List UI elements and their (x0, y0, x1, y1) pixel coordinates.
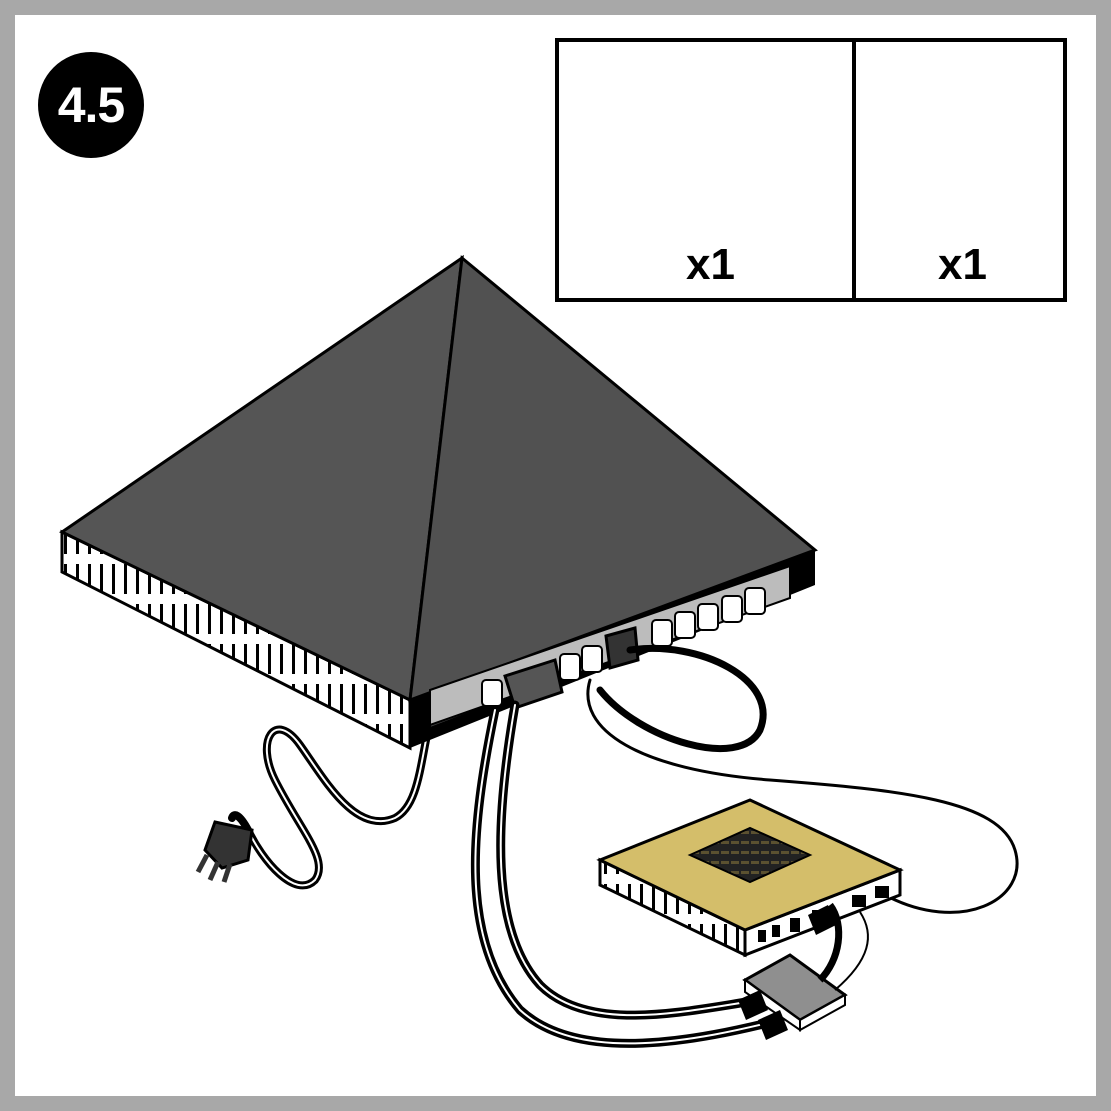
hdmi-adapter (738, 902, 869, 1040)
connection-cables (470, 645, 1019, 1048)
parts-divider (852, 38, 856, 302)
pdu-outlet-panel (429, 564, 791, 727)
step-number-badge: 4.5 (38, 52, 144, 158)
part-quantity-processor: x1 (686, 240, 735, 289)
power-cord (228, 708, 436, 890)
video-processor-unit (596, 798, 904, 958)
power-plug-icon (195, 820, 254, 883)
step-number: 4.5 (57, 77, 126, 133)
parts-inventory-box (555, 38, 1067, 302)
hdmi-connector-icon (738, 905, 836, 1040)
canopy-unit (59, 254, 818, 751)
part-quantity-adapter: x1 (938, 240, 987, 289)
